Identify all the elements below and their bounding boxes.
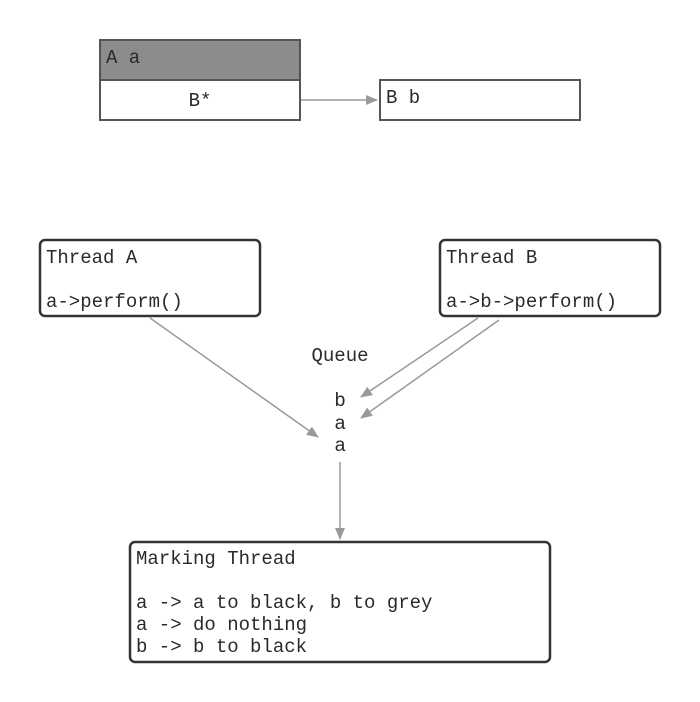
thread-b-node: Thread B a->b->perform() — [438, 238, 662, 318]
thread-a-to-queue-arrow — [149, 317, 319, 438]
marking-thread-node: Marking Thread a -> a to black, b to gre… — [128, 540, 552, 664]
struct-a-header-label: A a — [106, 47, 140, 69]
thread-b-call: a->b->perform() — [446, 291, 617, 313]
thread-b-to-queue-arrow-1 — [360, 317, 479, 398]
struct-b-node: B b — [379, 79, 581, 121]
queue-node: Queue b a a — [311, 345, 368, 456]
thread-b-title: Thread B — [446, 247, 537, 269]
marking-thread-line: b -> b to black — [136, 636, 307, 658]
marking-thread-line: a -> a to black, b to grey — [136, 592, 432, 614]
struct-b-box — [379, 79, 581, 121]
marking-thread-box — [128, 540, 552, 664]
thread-b-to-queue-arrow-2 — [360, 319, 500, 419]
thread-a-call: a->perform() — [46, 291, 183, 313]
struct-a-field-box — [99, 79, 301, 121]
struct-a-field-label: B* — [189, 90, 212, 112]
thread-a-box — [38, 238, 262, 318]
struct-a-node: A a B* — [99, 39, 301, 121]
marking-thread-line: a -> do nothing — [136, 614, 307, 636]
marking-thread-title: Marking Thread — [136, 548, 296, 570]
queue-item: a — [335, 435, 346, 456]
struct-b-header-label: B b — [386, 87, 420, 109]
queue-item: a — [335, 413, 346, 434]
thread-b-box — [438, 238, 662, 318]
queue-label: Queue — [311, 345, 368, 367]
thread-a-node: Thread A a->perform() — [38, 238, 262, 318]
thread-a-title: Thread A — [46, 247, 138, 269]
queue-item: b — [335, 390, 346, 411]
struct-a-header-bg — [99, 39, 301, 81]
